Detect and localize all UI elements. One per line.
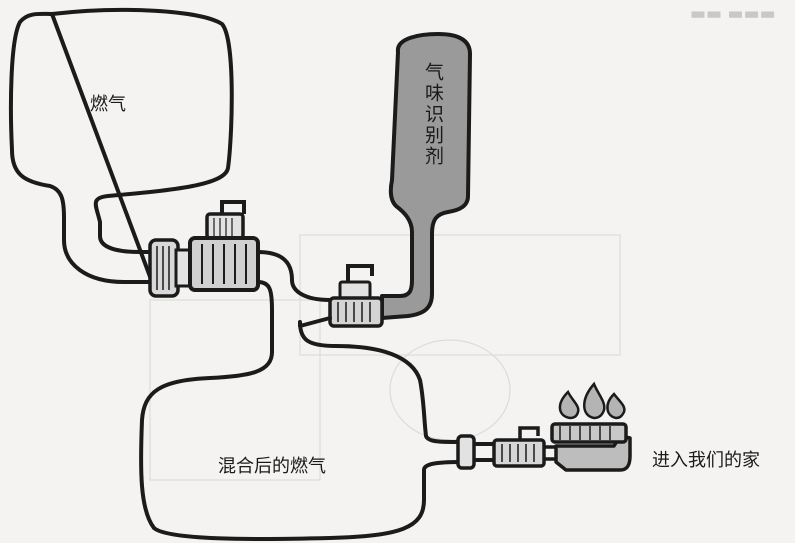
mixed-gas-tank [139, 316, 462, 541]
odorant-bottle [380, 32, 472, 320]
burner [550, 422, 632, 472]
flame-icons [558, 381, 626, 420]
bleed-text: ▬▬ ▬▬▬ [690, 4, 776, 24]
valve-3 [492, 426, 558, 468]
flame-icon [558, 389, 580, 420]
mixed-gas-label: 混合后的燃气 [218, 456, 326, 477]
valve-1 [188, 200, 260, 292]
flame-icon [583, 381, 606, 420]
home-label: 进入我们的家 [652, 450, 760, 471]
pipe-valve1-to-mixer [256, 250, 332, 354]
odorant-label: 气味识别剂 [422, 62, 444, 167]
gas-tank [8, 7, 234, 284]
gas-label: 燃气 [90, 94, 126, 115]
flame-icon [606, 392, 626, 420]
outlet-coupling [456, 434, 494, 470]
valve-2 [328, 264, 384, 328]
coupling-1 [148, 238, 192, 298]
